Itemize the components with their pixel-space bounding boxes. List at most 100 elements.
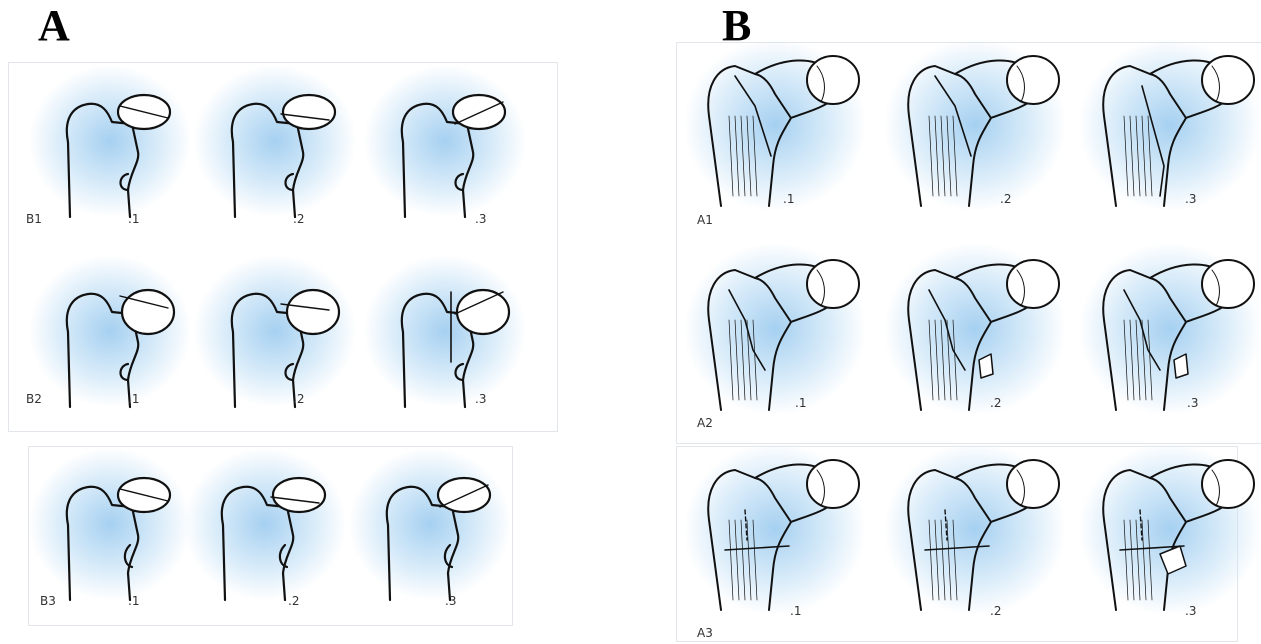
shading-line — [941, 116, 945, 196]
shading-line — [1130, 320, 1134, 400]
shading-line — [747, 520, 751, 600]
femur-outline — [1103, 66, 1186, 206]
femoral-head — [283, 95, 335, 129]
fracture-line — [1140, 510, 1142, 540]
shading-line — [753, 520, 757, 600]
bone-illustration — [695, 450, 865, 620]
femoral-head — [1007, 460, 1059, 508]
shading-line — [953, 520, 957, 600]
fracture-figure-b2-1 — [40, 262, 180, 412]
femur-outline — [908, 66, 991, 206]
fracture-figure-b3-2 — [195, 455, 335, 605]
bone-illustration — [40, 262, 180, 412]
subtype-label: .2 — [1000, 192, 1011, 206]
shading-line — [947, 116, 951, 196]
femoral-head — [1007, 56, 1059, 104]
subtype-label: .2 — [990, 396, 1001, 410]
subtype-label: .2 — [990, 604, 1001, 618]
shading-line — [935, 116, 939, 196]
shading-line — [735, 320, 739, 400]
fracture-figure-b3-1 — [40, 455, 180, 605]
shading-line — [1148, 520, 1152, 600]
shading-line — [747, 116, 751, 196]
fracture-figure-a3-2 — [895, 450, 1065, 620]
femur-outline — [708, 66, 791, 206]
bone-illustration — [40, 455, 180, 605]
bone-illustration — [205, 72, 345, 222]
subtype-label: .1 — [795, 396, 806, 410]
femoral-head — [122, 290, 174, 334]
shading-line — [929, 520, 933, 600]
shading-line — [929, 320, 933, 400]
shading-line — [1136, 116, 1140, 196]
fracture-figure-b2-3 — [375, 262, 515, 412]
bone-illustration — [695, 46, 865, 216]
femoral-head — [273, 478, 325, 512]
bone-illustration — [375, 262, 515, 412]
lesser-trochanter — [456, 364, 464, 380]
subtype-label: .3 — [1185, 192, 1196, 206]
bone-illustration — [695, 250, 865, 420]
lesser-trochanter — [456, 174, 464, 190]
fracture-line — [945, 510, 947, 540]
panel-letter-a: A — [38, 4, 70, 48]
fracture-figure-a2-1 — [695, 250, 865, 420]
bone-illustration — [40, 72, 180, 222]
fracture-line — [925, 546, 989, 550]
shading-line — [1142, 520, 1146, 600]
femoral-head — [1007, 260, 1059, 308]
shading-line — [1124, 320, 1128, 400]
femoral-head — [453, 95, 505, 129]
fracture-figure-a2-2 — [895, 250, 1065, 420]
shading-line — [1142, 116, 1146, 196]
subtype-label: .1 — [790, 604, 801, 618]
lesser-trochanter — [286, 364, 294, 380]
fracture-figure-a1-2 — [895, 46, 1065, 216]
fracture-line — [1124, 290, 1160, 370]
shading-line — [953, 320, 957, 400]
shading-line — [753, 320, 757, 400]
bone-illustration — [895, 450, 1065, 620]
bone-illustration — [1090, 46, 1260, 216]
shading-line — [729, 116, 733, 196]
shading-line — [753, 116, 757, 196]
shading-line — [929, 116, 933, 196]
subtype-label: .1 — [128, 392, 139, 406]
lesser-trochanter — [121, 174, 129, 190]
subtype-label: .2 — [288, 594, 299, 608]
shading-line — [741, 320, 745, 400]
shading-line — [729, 320, 733, 400]
shading-line — [1124, 116, 1128, 196]
shading-line — [1136, 320, 1140, 400]
shading-line — [1148, 116, 1152, 196]
femoral-head — [807, 260, 859, 308]
shading-line — [735, 116, 739, 196]
shading-line — [729, 520, 733, 600]
bone-illustration — [360, 455, 500, 605]
bone-illustration — [1090, 250, 1260, 420]
shading-line — [741, 116, 745, 196]
shading-line — [941, 520, 945, 600]
subtype-label: .1 — [128, 212, 139, 226]
fracture-figure-a3-1 — [695, 450, 865, 620]
shading-line — [741, 520, 745, 600]
bone-illustration — [895, 250, 1065, 420]
femur-outline — [708, 470, 791, 610]
fracture-figure-a2-3 — [1090, 250, 1260, 420]
lesser-trochanter — [121, 364, 129, 380]
subtype-label: .2 — [293, 212, 304, 226]
bone-illustration — [205, 262, 345, 412]
subtype-label: .3 — [445, 594, 456, 608]
fracture-line — [725, 546, 789, 550]
fragment — [979, 354, 993, 378]
fragment — [1160, 546, 1186, 574]
subtype-label: .1 — [783, 192, 794, 206]
shading-line — [1130, 520, 1134, 600]
shading-line — [1136, 520, 1140, 600]
bone-illustration — [895, 46, 1065, 216]
shading-line — [953, 116, 957, 196]
femoral-head — [457, 290, 509, 334]
fracture-figure-b2-2 — [205, 262, 345, 412]
femoral-head — [1202, 460, 1254, 508]
fracture-figure-b1-3 — [375, 72, 515, 222]
